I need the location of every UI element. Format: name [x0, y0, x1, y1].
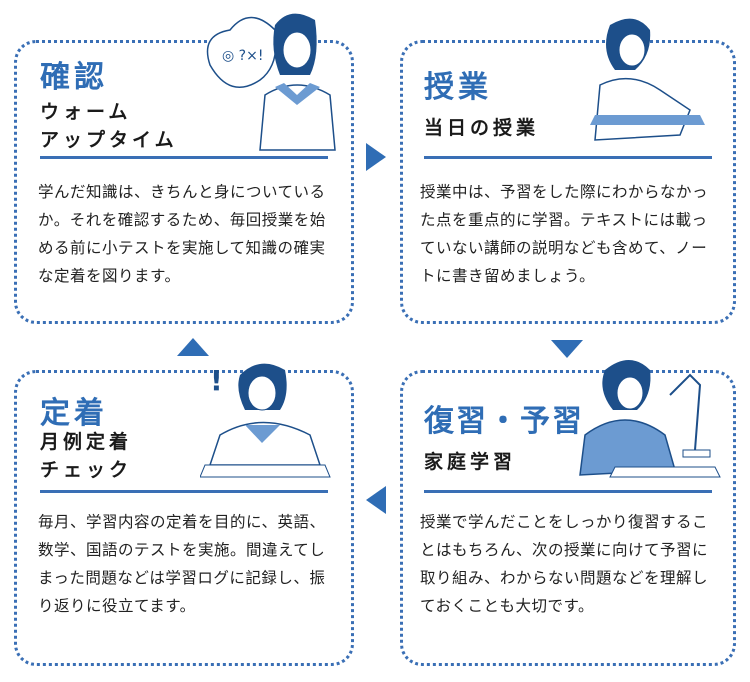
step-title-confirm: 確認 — [40, 60, 108, 95]
subtitle-line: ウォーム — [40, 101, 132, 123]
arrow-right-icon — [366, 143, 386, 171]
student-in-class-illustration — [590, 18, 705, 141]
subtitle-line: 当日の授業 — [424, 117, 540, 139]
divider — [40, 490, 328, 493]
student-home-study-illustration — [579, 360, 721, 478]
step-subtitle-homestudy: 家庭学習 — [424, 448, 516, 476]
subtitle-line: アップタイム — [40, 129, 178, 151]
arrow-up-icon — [177, 338, 209, 356]
thinking-student-illustration: ◎ ?×! — [206, 13, 336, 151]
step-body-retention: 毎月、学習内容の定着を目的に、英語、数学、国語のテストを実施。間違えてしまった問… — [38, 513, 326, 615]
step-title-lesson: 授業 — [424, 70, 492, 105]
svg-text:!: ! — [210, 364, 223, 397]
step-body-homestudy: 授業で学んだことをしっかり復習することはもちろん、次の授業に向けて予習に取り組み… — [420, 513, 709, 615]
step-body-confirm: 学んだ知識は、きちんと身についているか。それを確認するため、毎回授業を始める前に… — [38, 183, 326, 285]
step-box-lesson — [400, 40, 736, 324]
step-box-homestudy — [400, 370, 736, 666]
subtitle-line: チェック — [40, 459, 133, 481]
step-title-homestudy: 復習・予習 — [424, 404, 584, 439]
arrow-down-icon — [551, 340, 583, 358]
step-subtitle-confirm: ウォーム アップタイム — [40, 98, 178, 154]
divider — [424, 156, 712, 159]
step-title-retention: 定着 — [40, 396, 108, 431]
divider — [40, 156, 328, 159]
arrow-left-icon — [366, 486, 386, 514]
step-subtitle-retention: 月例定着 チェック — [40, 428, 132, 484]
step-box-retention — [14, 370, 354, 666]
step-subtitle-lesson: 当日の授業 — [424, 114, 539, 142]
subtitle-line: 家庭学習 — [424, 451, 517, 473]
divider — [424, 490, 712, 493]
step-body-lesson: 授業中は、予習をした際にわからなかった点を重点的に学習。テキストには載っていない… — [420, 183, 709, 285]
student-test-illustration: ! — [200, 363, 331, 478]
subtitle-line: 月例定着 — [40, 431, 133, 453]
svg-text:◎ ?×!: ◎ ?×! — [222, 48, 263, 64]
